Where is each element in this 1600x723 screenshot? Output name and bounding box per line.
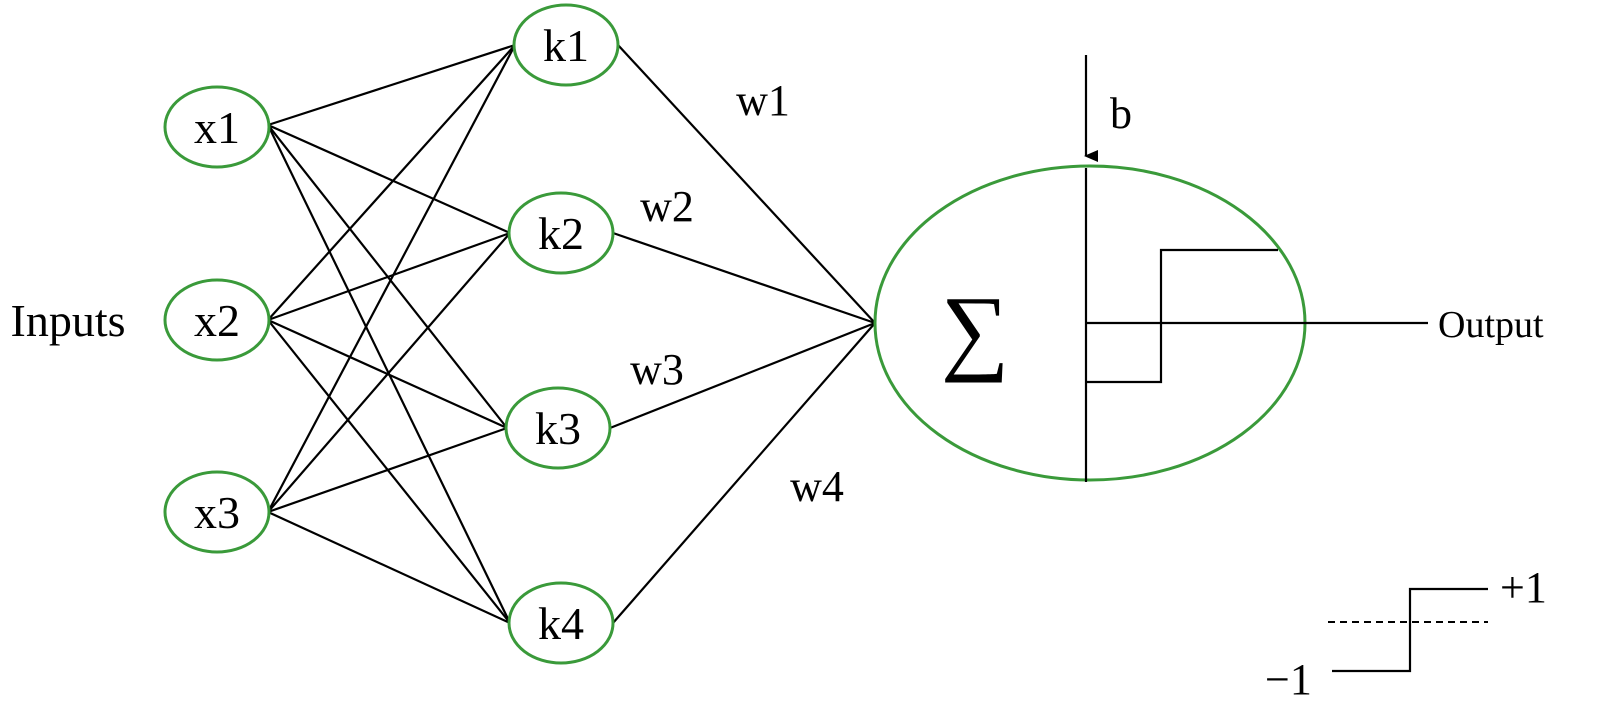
- hidden-node-k2-label: k2: [538, 208, 584, 259]
- weight-label-w1: w1: [736, 76, 790, 125]
- input-node-x1-circle: [163, 85, 271, 169]
- input-layer: x1 x2 x3: [163, 85, 271, 554]
- hidden-node-k3: k3: [504, 386, 612, 470]
- edge-x1-k2: [267, 123, 511, 235]
- weight-label-w2: w2: [640, 182, 694, 231]
- inputs-label: Inputs: [11, 295, 126, 346]
- summation-unit: ∑: [873, 164, 1428, 482]
- edge-k1-summation: [617, 44, 876, 324]
- output-label: Output: [1438, 304, 1544, 346]
- hidden-node-k1: k1: [512, 3, 620, 87]
- hidden-node-k4-circle: [507, 581, 615, 665]
- hidden-node-k2: k2: [507, 191, 615, 275]
- legend-plus-one: +1: [1500, 563, 1547, 612]
- hidden-node-k4-label: k4: [538, 598, 584, 649]
- edge-x2-k1: [267, 44, 516, 321]
- weight-label-w4: w4: [790, 462, 844, 511]
- edge-x2-k2: [267, 231, 511, 322]
- hidden-node-k3-label: k3: [535, 403, 581, 454]
- edge-x3-k4: [267, 511, 511, 624]
- input-node-x3-label: x3: [194, 487, 240, 538]
- edge-x3-k2: [267, 232, 511, 513]
- input-node-x3-circle: [163, 470, 271, 554]
- hidden-node-k3-circle: [504, 386, 612, 470]
- sigma-symbol: ∑: [941, 276, 1009, 383]
- bias-label: b: [1110, 89, 1132, 138]
- edge-x1-k1: [267, 43, 516, 127]
- input-node-x1: x1: [163, 85, 271, 169]
- legend-step-curve: [1332, 587, 1488, 673]
- input-node-x2-circle: [163, 278, 271, 362]
- hidden-summation-connections: [609, 44, 876, 624]
- step-function-curve: [1086, 248, 1278, 384]
- hidden-layer: k1 k2 k3 k4: [504, 3, 620, 665]
- input-node-x3: x3: [163, 470, 271, 554]
- edge-k2-summation: [612, 231, 876, 325]
- hidden-node-k4: k4: [507, 581, 615, 665]
- input-hidden-connections: [267, 43, 516, 624]
- input-node-x2-label: x2: [194, 295, 240, 346]
- step-function-legend: +1 −1: [1265, 563, 1547, 704]
- input-node-x2: x2: [163, 278, 271, 362]
- weight-label-w3: w3: [630, 345, 684, 394]
- edge-k3-summation: [609, 321, 876, 430]
- hidden-node-k1-circle: [512, 3, 620, 87]
- legend-minus-one: −1: [1265, 655, 1312, 704]
- hidden-node-k1-label: k1: [543, 20, 589, 71]
- input-node-x1-label: x1: [194, 102, 240, 153]
- edge-x3-k1: [267, 44, 516, 513]
- edge-x3-k3: [267, 426, 508, 514]
- edge-x2-k4: [267, 319, 511, 624]
- hidden-node-k2-circle: [507, 191, 615, 275]
- edge-k4-summation: [612, 322, 876, 624]
